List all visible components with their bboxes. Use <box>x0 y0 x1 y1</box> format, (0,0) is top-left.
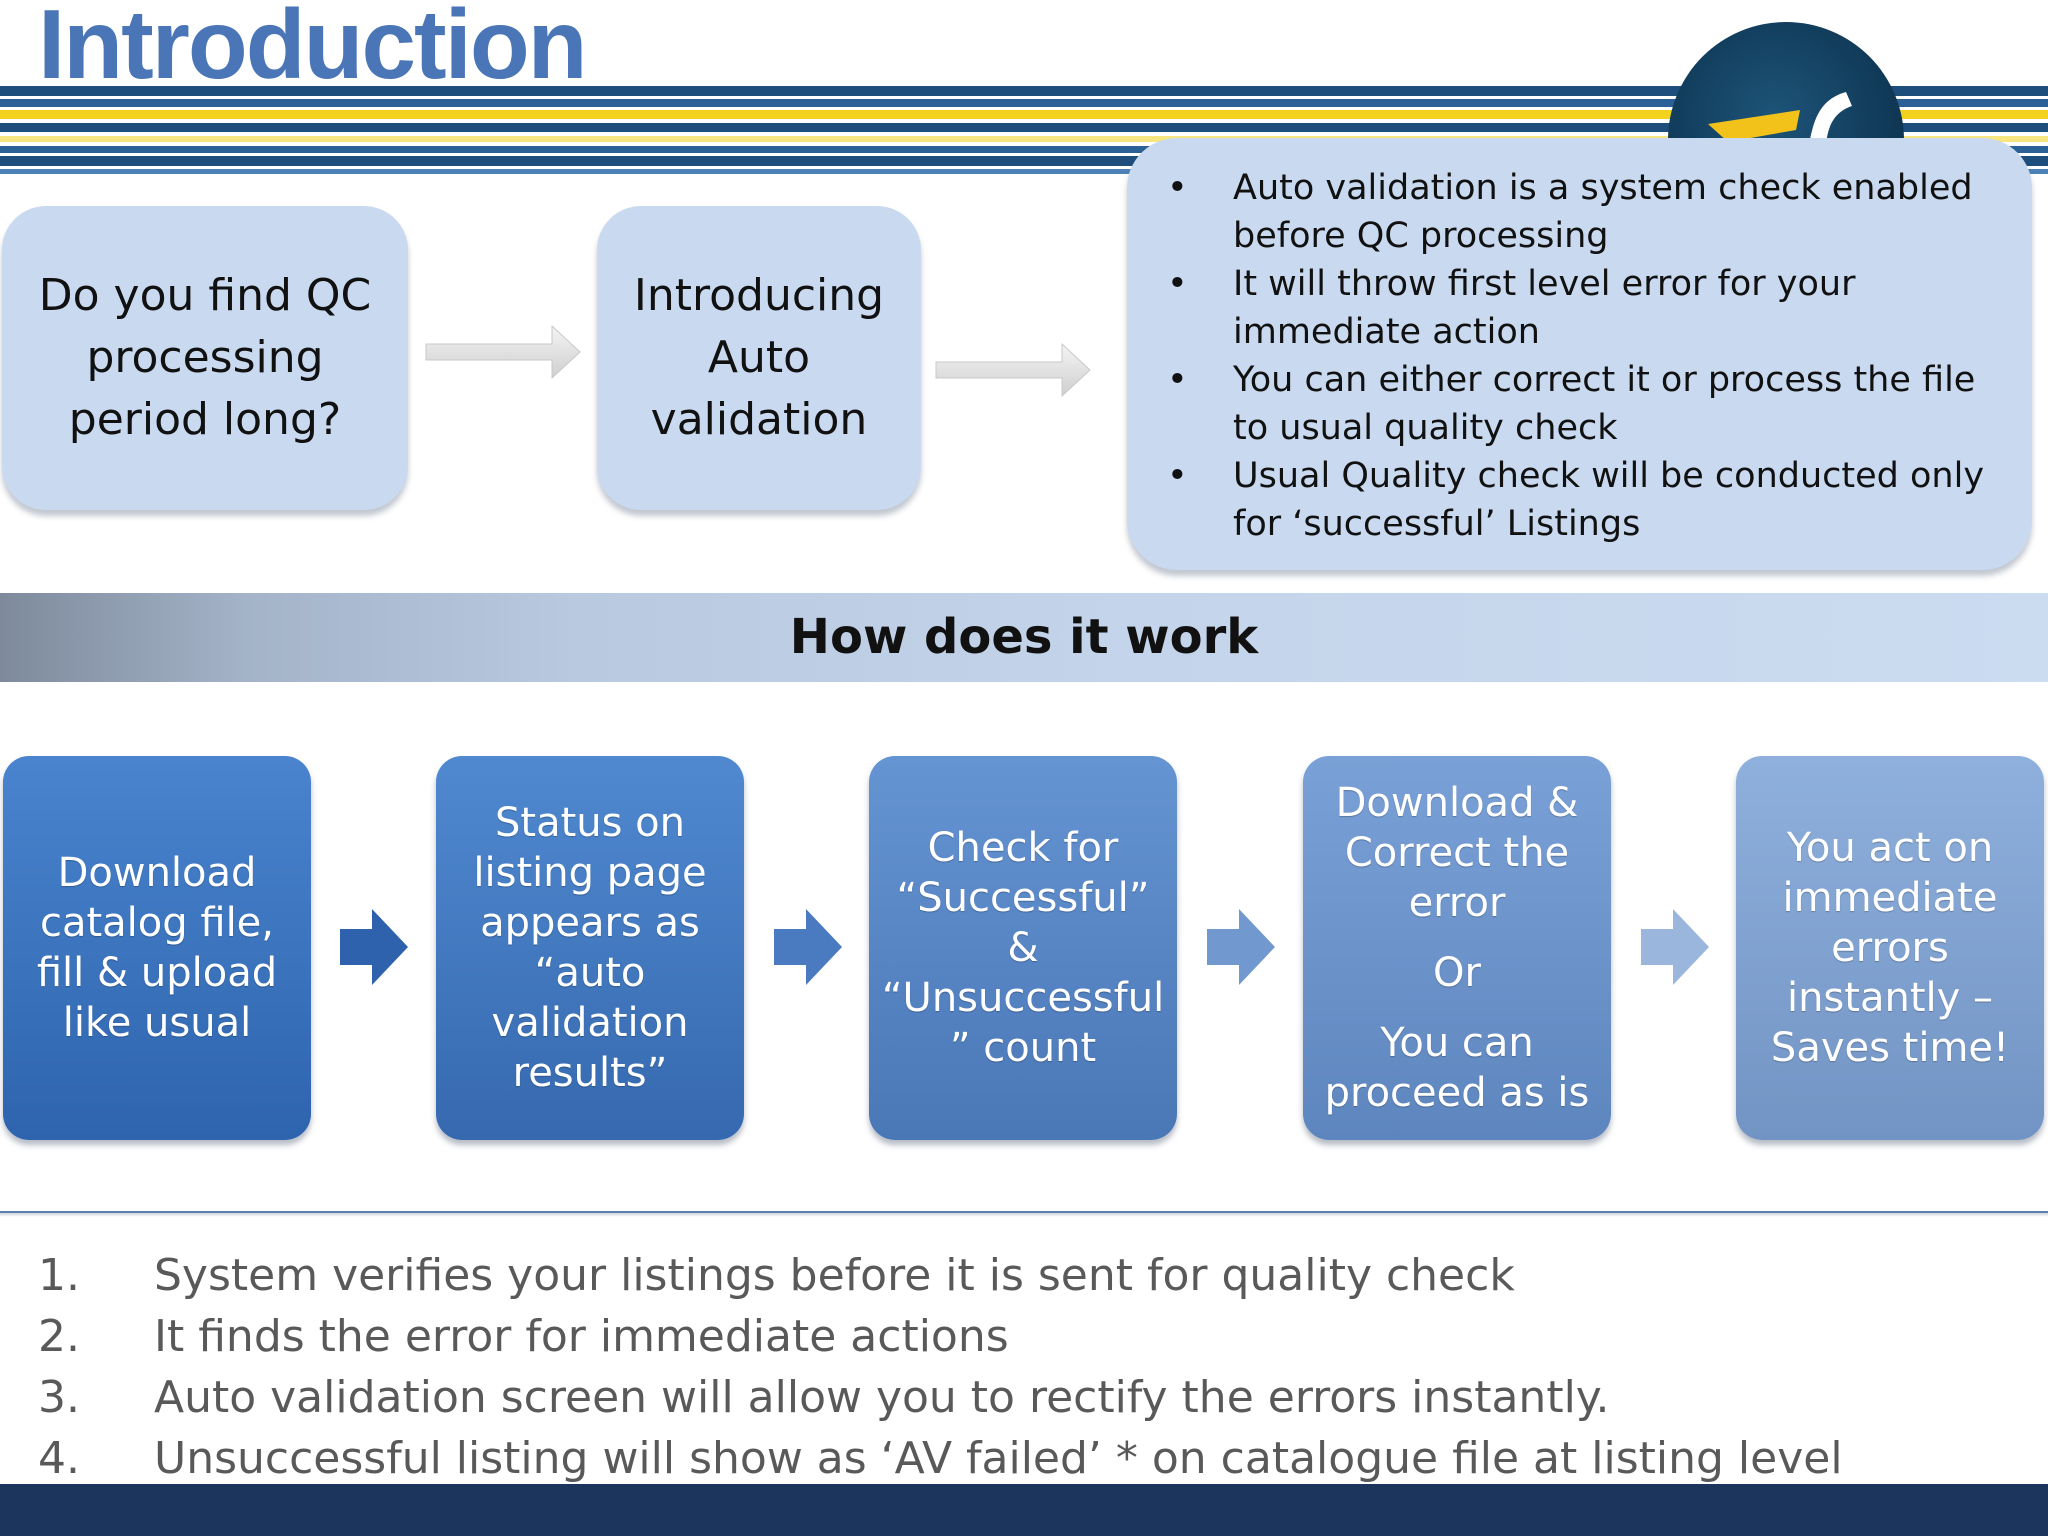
step-line: like usual <box>62 1000 252 1046</box>
arrow-right-icon <box>1641 909 1709 985</box>
header-stripes <box>0 86 2048 182</box>
intro-line: Introducing <box>633 270 885 321</box>
arrow-right-icon <box>935 342 1091 398</box>
step-line: & <box>1007 925 1039 971</box>
intro-line: Auto <box>707 332 811 383</box>
footer-bar <box>0 1484 2048 1536</box>
info-item: • Auto validation is a system check enab… <box>1127 164 1992 260</box>
list-item-number: 2. <box>38 1311 80 1362</box>
info-item-text: It will throw first level error for your… <box>1233 264 1856 352</box>
step-line: Download <box>57 850 257 896</box>
list-item-text: System verifies your listings before it … <box>154 1250 1515 1301</box>
section-banner: How does it work <box>0 593 2048 682</box>
step-line: validation <box>491 1000 689 1046</box>
step-line: immediate <box>1782 875 1998 921</box>
intro-line: validation <box>650 394 868 445</box>
info-box: • Auto validation is a system check enab… <box>1127 138 2032 570</box>
bullet: • <box>1167 360 1188 400</box>
page-title: Introduction <box>38 0 588 99</box>
question-line: period long? <box>68 394 342 445</box>
question-text: Do you find QC processing period long? <box>39 265 372 451</box>
bullet: • <box>1167 264 1188 304</box>
list-item-text: Unsuccessful listing will show as ‘AV fa… <box>154 1433 1843 1484</box>
question-line: processing <box>86 332 324 383</box>
info-item: • You can either correct it or process t… <box>1127 356 1992 452</box>
arrow-right-icon <box>340 909 408 985</box>
info-item-text: You can either correct it or process the… <box>1233 360 1976 448</box>
step-line: proceed as is <box>1324 1070 1590 1116</box>
step-line: You act on <box>1786 825 1994 871</box>
divider-shadow <box>0 1213 2048 1217</box>
info-item-text: Usual Quality check will be conducted on… <box>1233 456 1985 544</box>
list-item-text: Auto validation screen will allow you to… <box>154 1372 1610 1423</box>
step-line: ” count <box>949 1025 1097 1071</box>
list-item-number: 1. <box>38 1250 80 1301</box>
step-line: fill & upload <box>36 950 278 996</box>
question-line: Do you find QC <box>38 270 372 321</box>
info-item: • It will throw first level error for yo… <box>1127 260 1992 356</box>
process-step-4: Download & Correct the error Or You can … <box>1303 756 1611 1140</box>
step-line: Check for <box>927 825 1119 871</box>
step-line: results” <box>512 1050 668 1096</box>
step-line: “Unsuccessful <box>881 975 1165 1021</box>
process-step-1: Download catalog file, fill & upload lik… <box>3 756 311 1140</box>
step-line: Saves time! <box>1770 1025 2010 1071</box>
bullet: • <box>1167 168 1188 208</box>
step-line: “auto <box>534 950 646 996</box>
step-line: “Successful” <box>896 875 1150 921</box>
step-line: Correct the <box>1344 830 1570 876</box>
intro-box: Introducing Auto validation <box>597 206 921 510</box>
arrow-right-icon <box>774 909 842 985</box>
step-line: catalog file, <box>39 900 275 946</box>
process-step-2: Status on listing page appears as “auto … <box>436 756 744 1140</box>
arrow-right-icon <box>1207 909 1275 985</box>
bullet: • <box>1167 456 1188 496</box>
list-item-number: 4. <box>38 1433 80 1484</box>
step-line: You can <box>1380 1020 1534 1066</box>
info-list: • Auto validation is a system check enab… <box>1127 138 2032 548</box>
step-line: errors <box>1831 925 1949 971</box>
intro-text: Introducing Auto validation <box>634 265 884 451</box>
step-line: error <box>1408 880 1506 926</box>
step-line: listing page <box>473 850 707 896</box>
info-item-text: Auto validation is a system check enable… <box>1233 168 1973 256</box>
step-line: Or <box>1433 950 1481 996</box>
divider <box>0 1211 2048 1213</box>
question-box: Do you find QC processing period long? <box>2 206 408 510</box>
section-title: How does it work <box>789 609 1259 665</box>
step-line: Download & <box>1335 780 1579 826</box>
process-step-3: Check for “Successful” & “Unsuccessful ”… <box>869 756 1177 1140</box>
step-line: appears as <box>480 900 700 946</box>
process-step-5: You act on immediate errors instantly – … <box>1736 756 2044 1140</box>
list-item-text: It finds the error for immediate actions <box>154 1311 1009 1362</box>
arrow-right-icon <box>425 324 581 380</box>
step-line: Status on <box>495 800 685 846</box>
list-item-number: 3. <box>38 1372 80 1423</box>
info-item: • Usual Quality check will be conducted … <box>1127 452 1992 548</box>
step-line: instantly – <box>1786 975 1994 1021</box>
